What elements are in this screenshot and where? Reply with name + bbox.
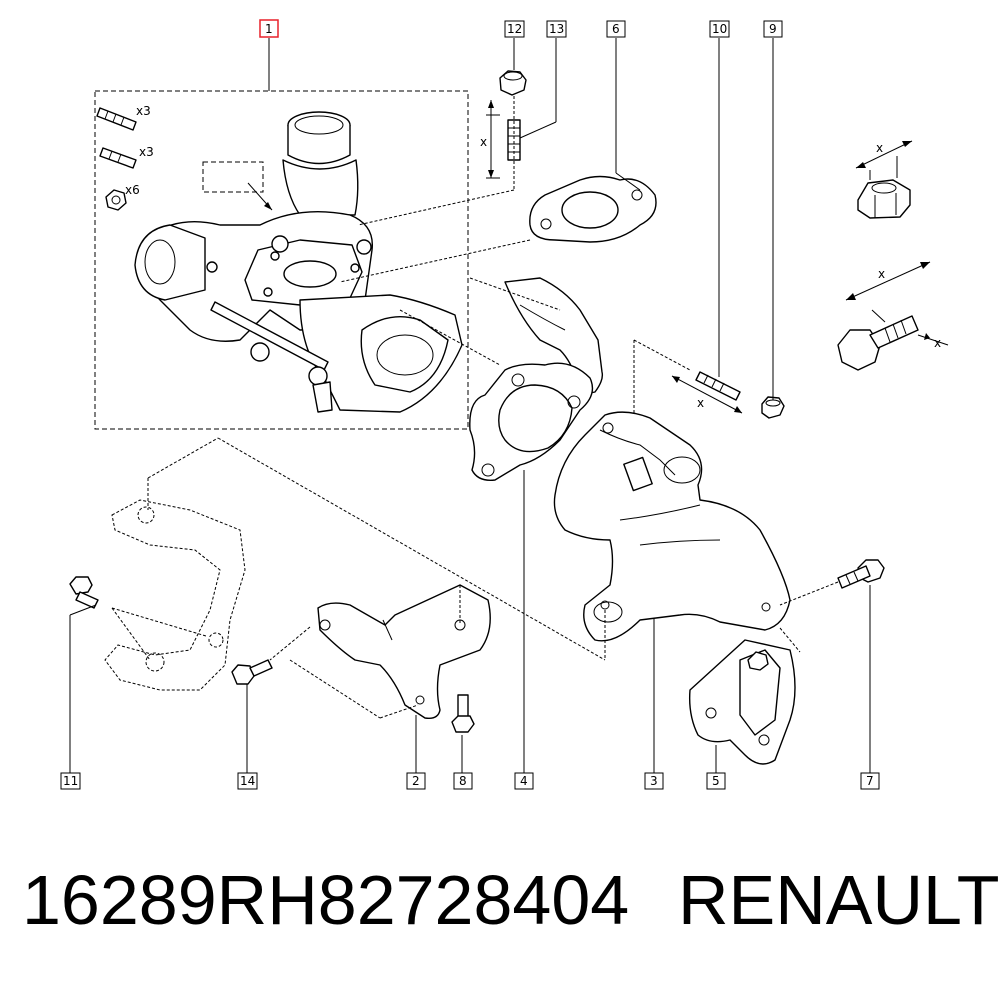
svg-text:1: 1: [265, 22, 273, 36]
part-10-stud: [695, 371, 741, 401]
turbocharger: [134, 111, 463, 413]
svg-text:7: 7: [866, 774, 874, 788]
brand-name: RENAULT: [678, 861, 1000, 939]
part-8-bolt: [451, 694, 475, 733]
svg-text:2: 2: [412, 774, 420, 788]
callout-12: 12: [504, 20, 525, 38]
svg-text:5: 5: [712, 774, 720, 788]
callout-10: 10: [709, 20, 730, 38]
callout-2: 2: [406, 772, 426, 790]
svg-text:10: 10: [712, 22, 727, 36]
part-12-nut: [499, 70, 527, 96]
qty-studs-b: x3: [139, 145, 154, 159]
dim-stud-13: x: [480, 135, 487, 149]
part-5-bracket: [688, 639, 796, 765]
callout-1: 1: [259, 19, 279, 38]
turbo-assembly-frame: [94, 90, 469, 430]
part-7-bolt: [837, 559, 885, 589]
qty-nuts: x6: [125, 183, 140, 197]
stud-set-a: x3: [96, 104, 151, 131]
part-2-bracket: [317, 584, 491, 720]
dim-nut-detail: x: [876, 141, 883, 155]
svg-text:3: 3: [650, 774, 658, 788]
callout-11: 11: [60, 772, 81, 790]
part-11-bolt: [69, 576, 99, 609]
svg-text:4: 4: [520, 774, 528, 788]
qty-studs-a: x3: [136, 104, 151, 118]
svg-text:12: 12: [507, 22, 522, 36]
callout-7: 7: [860, 772, 880, 790]
stud-set-b: x3: [99, 145, 154, 169]
dim-stud-10: x: [697, 396, 704, 410]
callout-4: 4: [514, 772, 534, 790]
part-reference-number: 16289RH82728404: [22, 861, 630, 939]
callout-9: 9: [763, 20, 783, 38]
svg-text:8: 8: [459, 774, 467, 788]
callout-3: 3: [644, 772, 664, 790]
callout-5: 5: [706, 772, 726, 790]
svg-text:14: 14: [240, 774, 255, 788]
callout-14: 14: [237, 772, 258, 790]
dim-bolt-thread: x: [934, 336, 941, 350]
svg-text:11: 11: [63, 774, 78, 788]
callout-8: 8: [453, 772, 473, 790]
svg-text:13: 13: [549, 22, 564, 36]
part-3-manifold: [553, 411, 791, 642]
dim-bolt-length: x: [878, 267, 885, 281]
bolt-detail: [837, 315, 919, 371]
callout-13: 13: [546, 20, 567, 38]
part-4-heatshield: [469, 277, 604, 481]
nut-detail: [857, 179, 911, 219]
nut-set: x6: [105, 183, 140, 211]
part-13-stud: [507, 119, 521, 161]
part-6-gasket: [529, 175, 657, 243]
part-14-bolt: [231, 659, 273, 685]
ghost-engine-bracket: [104, 499, 246, 691]
svg-text:6: 6: [612, 22, 620, 36]
svg-text:9: 9: [769, 22, 777, 36]
callout-6: 6: [606, 20, 626, 38]
part-9-nut: [761, 396, 785, 419]
